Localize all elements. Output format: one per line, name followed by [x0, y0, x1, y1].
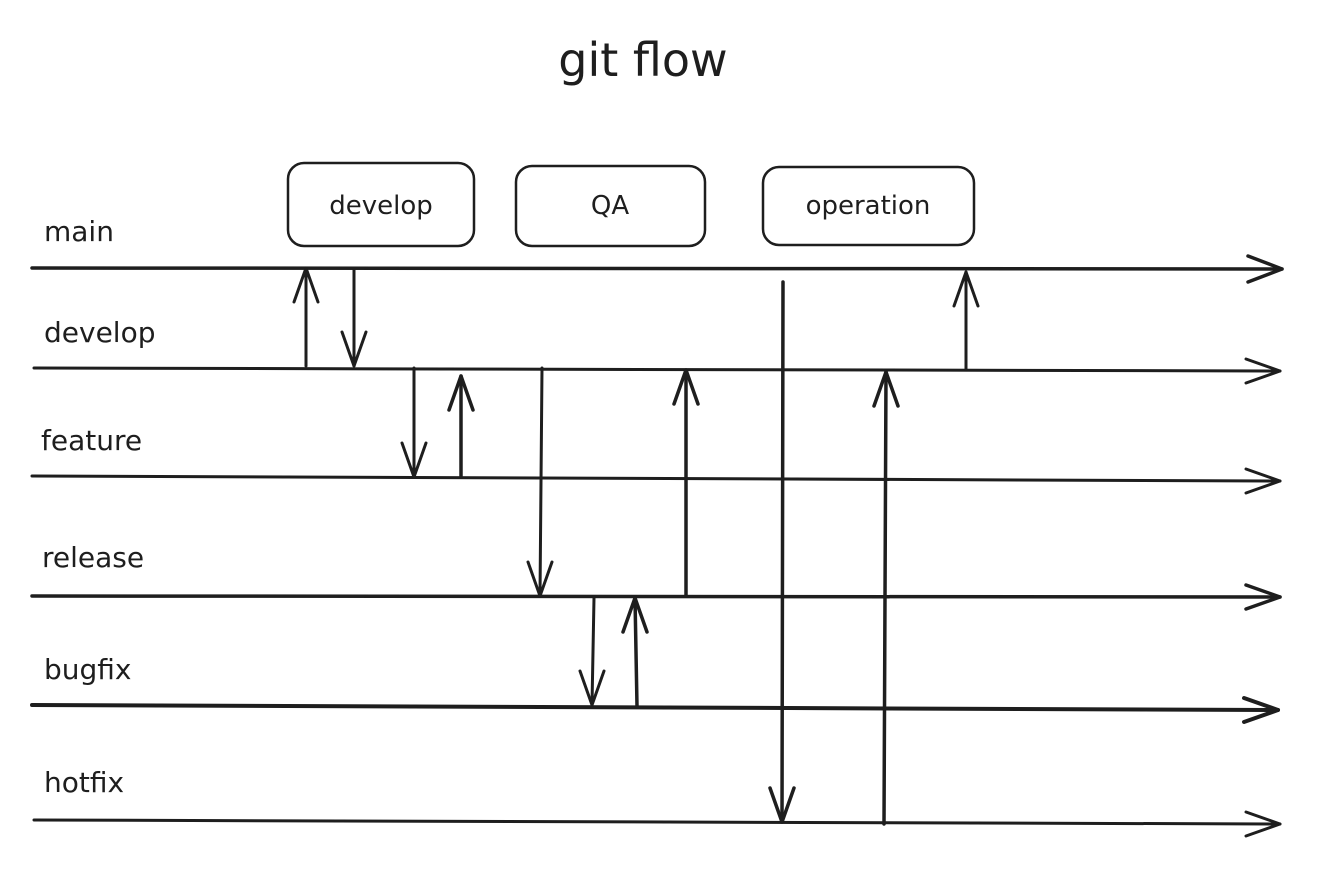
- lane-label-main: main: [44, 215, 114, 248]
- phase-label-develop: develop: [329, 191, 433, 221]
- lane-label-hotfix: hotfix: [44, 766, 124, 799]
- phase-box-operation: [761, 165, 976, 247]
- lane-line-release: [30, 583, 1282, 611]
- flow-arrow-bugfix-to-release: [621, 596, 649, 708]
- phase-box-develop: [286, 161, 476, 248]
- flow-arrow-release-to-bugfix: [578, 596, 606, 707]
- phase-qa: QA: [514, 164, 707, 248]
- phase-box-qa: [514, 164, 707, 248]
- lane-label-develop: develop: [44, 316, 155, 349]
- flow-arrow-main-to-hotfix: [768, 280, 796, 824]
- flow-arrow-develop-to-main-release: [952, 270, 980, 372]
- lane-label-feature: feature: [41, 424, 142, 457]
- phase-label-qa: QA: [591, 191, 629, 221]
- flow-arrow-develop-to-main: [292, 266, 320, 368]
- flow-arrow-release-to-develop: [672, 368, 700, 598]
- flow-arrow-feature-to-develop: [447, 374, 475, 478]
- lane-line-bugfix: [30, 696, 1280, 724]
- diagram-title: git flow: [558, 33, 727, 87]
- phase-label-operation: operation: [806, 191, 931, 221]
- lane-line-feature: [30, 467, 1282, 495]
- lane-label-bugfix: bugfix: [44, 653, 132, 686]
- flow-arrow-develop-to-feature: [400, 366, 428, 479]
- phase-operation: operation: [761, 165, 976, 247]
- flow-arrow-develop-to-release: [526, 366, 554, 598]
- lane-line-main: [30, 254, 1284, 284]
- lane-line-hotfix: [32, 810, 1282, 838]
- phase-develop: develop: [286, 161, 476, 248]
- lane-label-release: release: [42, 541, 144, 574]
- lane-line-develop: [32, 357, 1282, 385]
- flow-arrow-hotfix-to-develop: [872, 370, 900, 826]
- flow-arrow-main-to-develop: [340, 268, 368, 368]
